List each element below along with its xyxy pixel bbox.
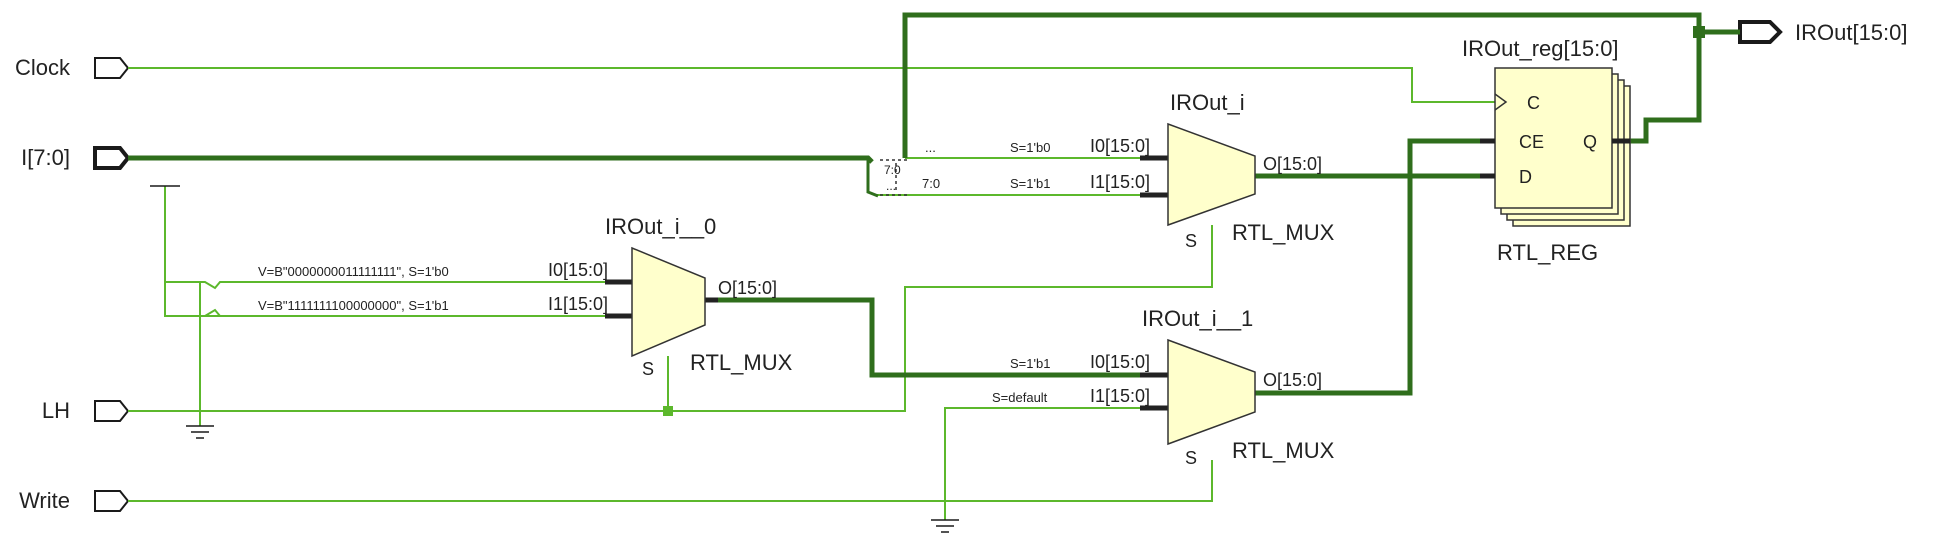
- mux-irout-i-sel-0: S=1'b0: [1010, 140, 1050, 155]
- mux-irout-i-pin-i1: I1[15:0]: [1090, 172, 1150, 192]
- port-irout[interactable]: IROut[15:0]: [1738, 20, 1908, 45]
- net-i-split[interactable]: [875, 157, 1168, 196]
- mux-irout-i-pin-i0: I0[15:0]: [1090, 136, 1150, 156]
- mux-irout-i-1-body: [1167, 338, 1256, 446]
- net-constants[interactable]: [164, 186, 605, 426]
- mux-irout-i-1-sel-1: S=default: [992, 390, 1048, 405]
- port-clock[interactable]: Clock: [15, 55, 130, 80]
- junction-lh: [663, 406, 673, 416]
- mux-irout-i-0-pin-i0: I0[15:0]: [548, 260, 608, 280]
- mux-irout-i-1-sel-0: S=1'b1: [1010, 356, 1050, 371]
- net-lh[interactable]: [128, 225, 1213, 416]
- register-irout-reg-pin-ce: CE: [1519, 132, 1544, 152]
- register-irout-reg-pin-d: D: [1519, 167, 1532, 187]
- mux-irout-i-0-const-1: V=B"1111111100000000", S=1'b1: [258, 298, 449, 313]
- port-lh-label: LH: [42, 398, 70, 423]
- mux-irout-i-0-pin-s: S: [642, 359, 654, 379]
- mux-irout-i-range-b: 7:0: [922, 176, 940, 191]
- net-write[interactable]: [128, 460, 1213, 502]
- mux-irout-i-split-b: ...: [886, 179, 896, 193]
- mux-irout-i-1-pin-i1: I1[15:0]: [1090, 386, 1150, 406]
- mux-irout-i-pin-s: S: [1185, 231, 1197, 251]
- junction-feedback: [1693, 26, 1705, 38]
- mux-irout-i-split-a: 7:0: [884, 163, 901, 177]
- net-mux1-i1[interactable]: [944, 407, 1168, 520]
- bus-mux0-out[interactable]: [705, 297, 1168, 378]
- ground-icon: [186, 425, 214, 439]
- ground-icon: [931, 519, 959, 533]
- mux-irout-i[interactable]: IROut_i RTL_MUX I0[15:0] I1[15:0] O[15:0…: [884, 90, 1335, 251]
- port-i-bus[interactable]: I[7:0]: [21, 145, 131, 170]
- port-i-bus-label: I[7:0]: [21, 145, 70, 170]
- net-clock[interactable]: [128, 67, 1495, 103]
- register-irout-reg-body: [1494, 67, 1613, 209]
- mux-irout-i-1-type: RTL_MUX: [1232, 438, 1335, 463]
- mux-irout-i-pin-o: O[15:0]: [1263, 154, 1322, 174]
- port-write-label: Write: [19, 488, 70, 513]
- mux-irout-i-1-instance: IROut_i__1: [1142, 306, 1253, 331]
- register-irout-reg-pin-c: C: [1527, 93, 1540, 113]
- mux-irout-i-range-a: ...: [925, 140, 936, 155]
- mux-irout-i-1-pin-o: O[15:0]: [1263, 370, 1322, 390]
- bus-feedback[interactable]: [902, 12, 1740, 158]
- mux-irout-i-1-pin-i0: I0[15:0]: [1090, 352, 1150, 372]
- mux-irout-i-1-pin-s: S: [1185, 448, 1197, 468]
- port-lh[interactable]: LH: [42, 398, 130, 423]
- port-clock-label: Clock: [15, 55, 71, 80]
- mux-irout-i-0-const-0: V=B"0000000011111111", S=1'b0: [258, 264, 449, 279]
- mux-irout-i-0-instance: IROut_i__0: [605, 214, 716, 239]
- register-irout-reg-type: RTL_REG: [1497, 240, 1598, 265]
- register-irout-reg-pin-q: Q: [1583, 132, 1597, 152]
- mux-irout-i-0-pin-i1: I1[15:0]: [548, 294, 608, 314]
- mux-irout-i-instance: IROut_i: [1170, 90, 1245, 115]
- mux-irout-i-sel-1: S=1'b1: [1010, 176, 1050, 191]
- port-irout-label: IROut[15:0]: [1795, 20, 1908, 45]
- mux-irout-i-0[interactable]: IROut_i__0 RTL_MUX I0[15:0] I1[15:0] O[1…: [258, 214, 793, 379]
- mux-irout-i-0-type: RTL_MUX: [690, 350, 793, 375]
- mux-irout-i-0-body: [631, 246, 706, 358]
- register-irout-reg-instance: IROut_reg[15:0]: [1462, 36, 1619, 61]
- bus-i[interactable]: [128, 155, 879, 198]
- port-write[interactable]: Write: [19, 488, 130, 513]
- mux-irout-i-0-pin-o: O[15:0]: [718, 278, 777, 298]
- mux-irout-i-1[interactable]: IROut_i__1 RTL_MUX I0[15:0] I1[15:0] O[1…: [992, 306, 1335, 468]
- mux-irout-i-body: [1167, 122, 1256, 227]
- bus-mux1-out[interactable]: [1255, 138, 1495, 396]
- mux-irout-i-type: RTL_MUX: [1232, 220, 1335, 245]
- register-irout-reg[interactable]: IROut_reg[15:0] RTL_REG C CE D Q: [1462, 36, 1631, 265]
